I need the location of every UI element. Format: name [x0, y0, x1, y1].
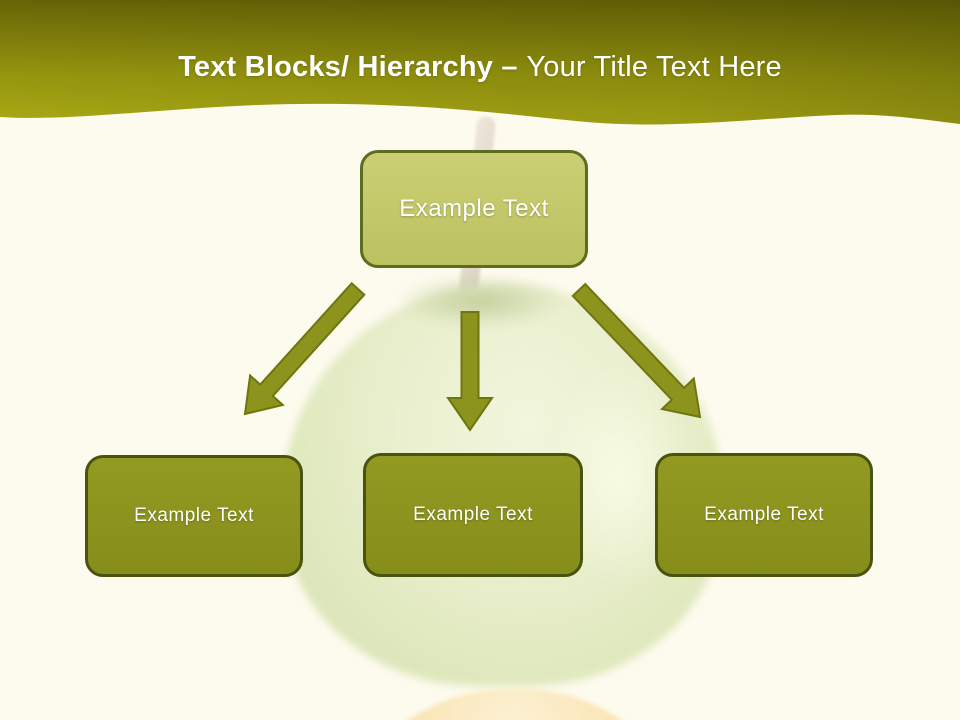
hierarchy-child-label: Example Text: [413, 504, 533, 525]
slide-title-regular: Your Title Text Here: [526, 51, 782, 83]
hierarchy-root-box[interactable]: Example Text: [360, 150, 588, 268]
apple-dimple-shading: [395, 274, 565, 328]
arrow-down-left-icon: [243, 281, 366, 416]
arrow-down-right-icon: [571, 282, 702, 419]
hierarchy-child-box-3[interactable]: Example Text: [655, 453, 873, 577]
arrow-down-icon: [446, 311, 494, 432]
slide-title[interactable]: Text Blocks/ Hierarchy –Your Title Text …: [0, 51, 960, 84]
slide-title-bold: Text Blocks/ Hierarchy –: [178, 51, 518, 83]
hierarchy-root-label: Example Text: [399, 195, 549, 222]
header-band: [0, 0, 960, 125]
hierarchy-child-label: Example Text: [134, 505, 254, 526]
hierarchy-child-box-1[interactable]: Example Text: [85, 455, 303, 577]
hierarchy-child-label: Example Text: [704, 504, 824, 525]
hierarchy-child-box-2[interactable]: Example Text: [363, 453, 583, 577]
